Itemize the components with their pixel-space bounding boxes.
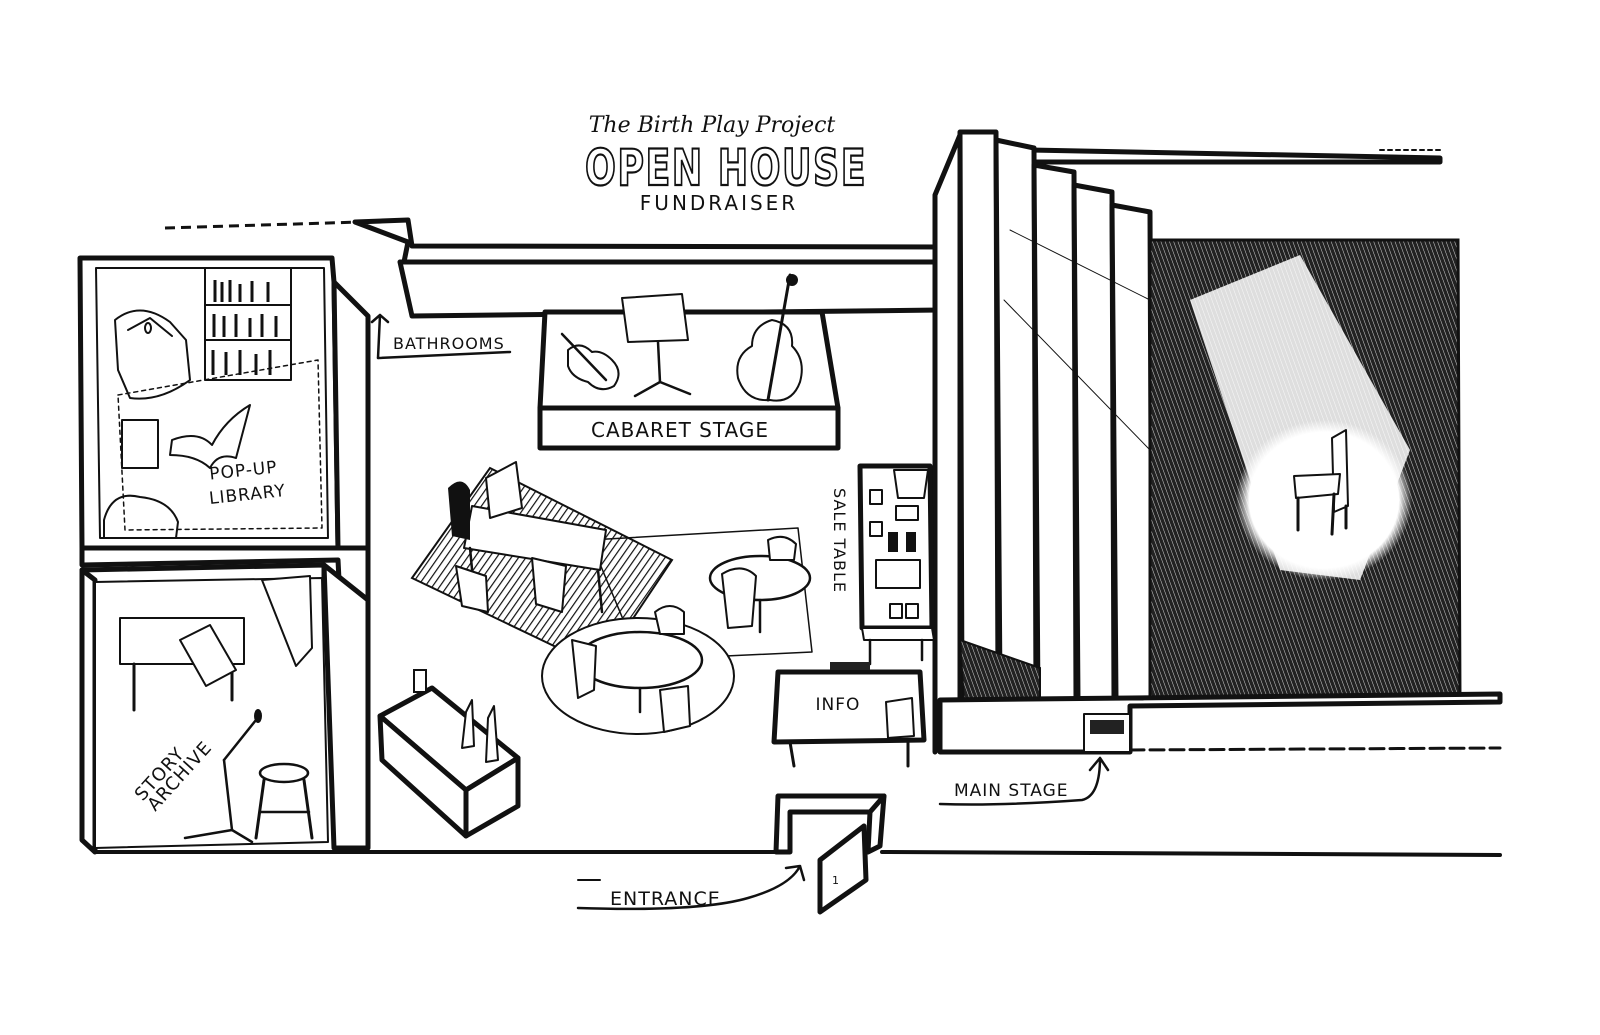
entrance-door[interactable] [817,823,869,915]
book-stack [121,419,159,469]
stage-chair-icon [1293,429,1349,536]
violin-icon [560,332,620,391]
bathrooms-label: BATHROOMS [393,334,505,353]
cabaret-stage-label: CABARET STAGE [591,418,769,442]
archive-door[interactable] [261,575,313,667]
story-archive-room [79,545,371,855]
oval-table [708,535,812,634]
round-table [541,605,735,735]
stool [254,762,314,840]
bathrooms-sign: BATHROOMS [370,313,512,360]
floor-cushion [103,494,179,539]
microphone-icon [183,709,262,844]
outer-walls [93,132,1502,857]
sale-table: SALE TABLE [830,463,935,666]
map-title: The Birth Play Project OPEN HOUSE FUNDRA… [584,113,867,215]
title-line2: OPEN HOUSE [585,139,867,197]
popup-library-room [77,255,371,603]
bookshelf [204,267,292,381]
entrance-label: ENTRANCE [610,888,721,910]
title-line1: The Birth Play Project [589,113,836,138]
main-stage-label: MAIN STAGE [954,781,1069,801]
armchair [114,309,191,400]
music-stand-icon [621,293,692,398]
drinks-table [377,669,521,839]
open-book-icon [169,404,251,469]
door-number: 1 [832,874,840,887]
entrance: 1 ENTRANCE [576,793,887,915]
seating-area [410,461,813,735]
main-stage-area: MAIN STAGE [937,129,1503,806]
title-line3: FUNDRAISER [640,191,798,215]
cello-icon [736,273,803,402]
cabaret-stage: CABARET STAGE [537,273,841,451]
sale-table-label: SALE TABLE [830,488,849,593]
info-table: INFO [771,662,927,768]
desk [119,617,245,712]
info-label: INFO [816,695,861,715]
